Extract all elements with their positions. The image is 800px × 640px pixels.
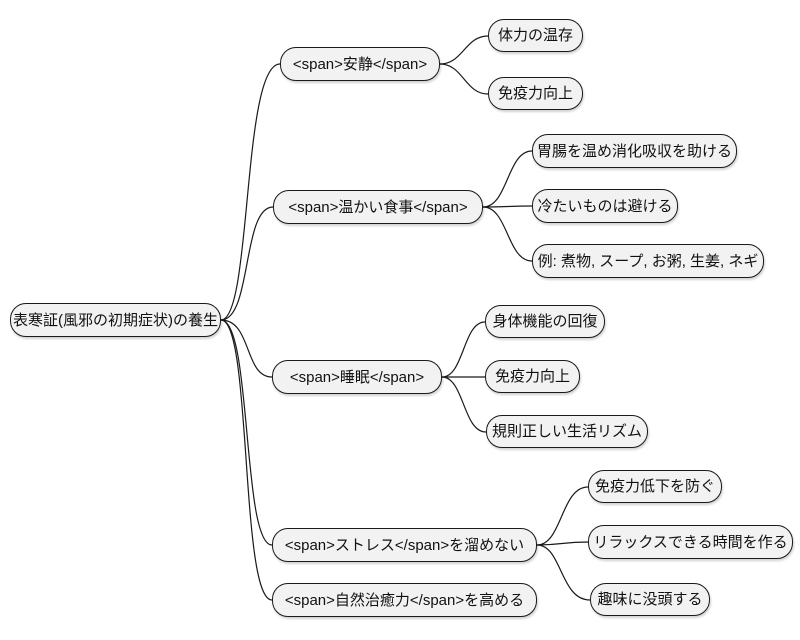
- edge-rest-stamina: [439, 35, 489, 65]
- edge-root-healing: [220, 319, 273, 601]
- leaf-node-prevent-immunity-drop: 免疫力低下を防ぐ: [588, 470, 722, 503]
- branch-node-no-stress: <span>ストレス</span>を溜めない: [272, 528, 537, 562]
- leaf-node-warm-stomach-digestion: 胃腸を温め消化吸収を助ける: [532, 134, 737, 168]
- leaf-node-regular-rhythm: 規則正しい生活リズム: [486, 415, 648, 448]
- leaf-node-immerse-hobby: 趣味に没頭する: [590, 583, 710, 616]
- branch-node-rest: <span>安静</span>: [280, 47, 440, 81]
- leaf-node-body-recovery: 身体機能の回復: [485, 305, 605, 338]
- edge-stress-relax: [536, 541, 589, 546]
- branch-node-natural-healing: <span>自然治癒力</span>を高める: [272, 583, 537, 617]
- branch-node-warm-food: <span>温かい食事</span>: [273, 190, 483, 224]
- root-node-cold-care: 表寒証(風邪の初期症状)の養生: [10, 303, 221, 337]
- leaf-node-food-examples: 例: 煮物, スープ, お粥, 生姜, ネギ: [532, 244, 764, 278]
- leaf-node-boost-immunity-rest: 免疫力向上: [488, 77, 583, 110]
- leaf-node-avoid-cold-foods: 冷たいものは避ける: [532, 189, 678, 223]
- leaf-node-boost-immunity-sleep: 免疫力向上: [485, 360, 580, 393]
- edge-food-digestion: [482, 150, 533, 208]
- leaf-node-conserve-stamina: 体力の温存: [488, 19, 583, 52]
- edge-root-sleep: [220, 319, 273, 378]
- edge-sleep-rhythm: [441, 376, 487, 433]
- edge-sleep-recovery: [441, 321, 486, 378]
- edge-stress-immunity: [536, 486, 589, 546]
- edge-food-examples: [482, 206, 533, 262]
- edge-rest-immunity: [439, 63, 489, 95]
- edge-root-warm-food: [220, 206, 274, 321]
- edge-root-rest: [220, 63, 281, 321]
- leaf-node-relax-time: リラックスできる時間を作る: [588, 525, 793, 559]
- edge-root-stress: [220, 319, 273, 546]
- edge-stress-hobby: [536, 544, 591, 601]
- branch-node-sleep: <span>睡眠</span>: [272, 360, 442, 394]
- edge-food-avoid-cold: [482, 205, 533, 208]
